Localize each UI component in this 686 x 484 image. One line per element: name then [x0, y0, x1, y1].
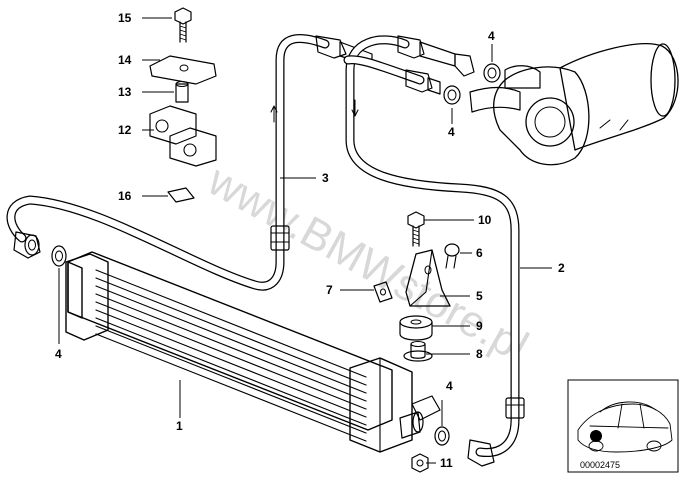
vehicle-location-inset: 00002475: [567, 379, 679, 473]
callout-8: 8: [476, 347, 483, 361]
callout-13: 13: [118, 85, 132, 99]
callout-9: 9: [476, 319, 483, 333]
washer-4-bottom: [434, 426, 450, 446]
callout-16: 16: [118, 189, 132, 203]
callout-15: 15: [118, 11, 132, 25]
pipe-clamp-12: [149, 105, 217, 167]
callout-10: 10: [478, 213, 492, 227]
callout-4-top-b: 4: [448, 125, 455, 139]
callout-12: 12: [118, 123, 132, 137]
nut-11: [411, 453, 429, 473]
clip-7: [373, 281, 393, 303]
callout-4-bottom: 4: [446, 379, 453, 393]
bolt-10: [407, 211, 425, 247]
callout-2: 2: [558, 261, 565, 275]
callout-numbers: 15 14 13 12 16 3 4 4 4 4 11 1 2 10 6 7 5…: [55, 11, 565, 470]
callout-11: 11: [440, 456, 453, 470]
oil-filter-housing: [469, 43, 679, 166]
sleeve-13: [175, 80, 189, 103]
bolt-15: [174, 7, 192, 43]
callout-6: 6: [476, 246, 483, 260]
rubber-mount-9: [399, 315, 433, 341]
inset-reference-number: 00002475: [580, 460, 620, 470]
callout-14: 14: [118, 53, 132, 67]
oil-pipe-2: [343, 35, 525, 467]
callout-5: 5: [476, 289, 483, 303]
pipe-3-fitting-left: [13, 231, 41, 259]
washer-4-top-a: [483, 63, 501, 83]
sleeve-8: [403, 340, 433, 362]
oil-cooler: [65, 251, 441, 453]
flow-arrow-up: [270, 105, 278, 123]
callout-3: 3: [322, 171, 329, 185]
callout-leaders: [58, 17, 552, 464]
callout-7: 7: [326, 283, 333, 297]
callout-4-top-a: 4: [488, 29, 495, 43]
flow-arrow-down: [351, 99, 359, 117]
pipe-2-fitting-bottom: [467, 439, 495, 467]
inset-frame: [567, 379, 679, 473]
oil-pipe-3: [6, 34, 373, 291]
washer-4-top-b: [443, 85, 461, 105]
callout-1: 1: [176, 419, 183, 433]
washer-4-left: [51, 245, 67, 267]
screw-6: [444, 243, 460, 269]
cooler-fins: [95, 269, 367, 442]
clip-16: [167, 187, 195, 203]
clamp-plate-14: [149, 55, 217, 85]
pipe-2-fitting-top: [397, 35, 475, 95]
location-marker-icon: [590, 430, 602, 442]
callout-4-left: 4: [55, 347, 62, 361]
bracket-5: [405, 249, 451, 307]
